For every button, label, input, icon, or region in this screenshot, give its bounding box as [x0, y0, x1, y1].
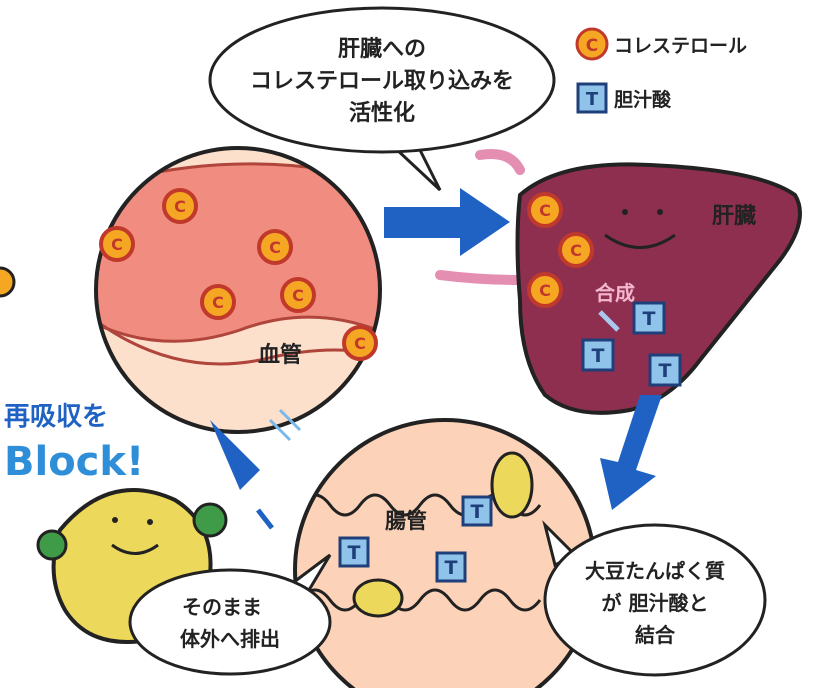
- bottom-left-line1: そのまま: [182, 595, 262, 619]
- intestine-bile-acid-particles: [338, 495, 493, 583]
- legend-bile-acid-symbol: T: [586, 89, 599, 110]
- liver-label: 肝臓: [712, 204, 756, 229]
- bile-acid-icon: [581, 338, 615, 372]
- cholesterol-symbol: C: [111, 235, 123, 254]
- cholesterol-symbol: C: [539, 281, 551, 300]
- cholesterol-symbol: C: [212, 293, 224, 312]
- bottom-left-line2: 体外へ排出: [180, 627, 280, 651]
- legend-cholesterol-label: コレステロール: [614, 35, 747, 57]
- legend-bile-acid-label: 胆汁酸: [614, 88, 672, 111]
- bottom-right-speech-bubble: 大豆たんぱく質 が 胆汁酸と 結合: [542, 520, 767, 677]
- cholesterol-icon: [162, 188, 198, 224]
- cholesterol-icon: [527, 272, 563, 308]
- block-label: Block!: [4, 439, 144, 485]
- arrow-to-liver: [384, 188, 510, 256]
- deflect-arrow: [210, 420, 260, 490]
- bottom-right-line2: が 胆汁酸と: [602, 591, 709, 615]
- cholesterol-icon: [200, 284, 236, 320]
- bottom-left-speech-bubble: そのまま 体外へ排出: [128, 553, 332, 676]
- cholesterol-icon: [558, 232, 594, 268]
- bottom-right-line3: 結合: [635, 623, 676, 647]
- legend: C コレステロール T 胆汁酸: [575, 27, 747, 114]
- small-bean-character: [352, 578, 404, 618]
- top-bubble-line2: コレステロール取り込みを: [250, 69, 514, 94]
- synthesis-arrow: [598, 310, 620, 332]
- cholesterol-icon: [257, 229, 293, 265]
- bile-acid-symbol: T: [471, 501, 484, 523]
- bile-acid-symbol: T: [643, 308, 656, 330]
- liver-bile-acid-particles: [581, 301, 682, 387]
- small-bean-character: [490, 451, 534, 519]
- cholesterol-icon: [99, 226, 135, 262]
- reabsorption-block: 再吸収を Block!: [4, 402, 302, 530]
- particle-letters: C C C C C C C C C T T T T T T: [111, 197, 671, 579]
- cholesterol-icon: [527, 192, 563, 228]
- bile-acid-icon: [648, 353, 682, 387]
- bile-acid-symbol: T: [592, 345, 605, 367]
- legend-cholesterol-icon: [575, 27, 609, 61]
- blood-vessel-circle: 血管: [94, 146, 382, 434]
- synthesis-label: 合成: [595, 281, 635, 305]
- bile-acid-symbol: T: [445, 557, 458, 579]
- cholesterol-symbol: C: [354, 334, 366, 353]
- legend-bile-acid-icon: [576, 82, 608, 114]
- bile-acid-icon: [461, 495, 493, 527]
- bile-acid-symbol: T: [659, 360, 672, 382]
- cholesterol-icon: [280, 277, 316, 313]
- bile-acid-icon: [435, 551, 467, 583]
- boxing-glove: [192, 502, 228, 538]
- legend-cholesterol-symbol: C: [586, 36, 598, 56]
- cholesterol-icon: [342, 325, 378, 361]
- reabsorption-label: 再吸収を: [4, 402, 108, 432]
- top-bubble-line1: 肝臓への: [338, 37, 426, 62]
- bile-acid-icon: [338, 536, 370, 568]
- top-bubble-line3: 活性化: [349, 100, 415, 126]
- cholesterol-symbol: C: [292, 286, 304, 305]
- arrow-to-intestine: [600, 395, 662, 510]
- intestine-label: 腸管: [385, 509, 427, 533]
- boxing-glove: [36, 529, 68, 561]
- liver-cholesterol-particles: [527, 192, 594, 308]
- cholesterol-symbol: C: [570, 241, 582, 260]
- vessel-cholesterol-particles: [99, 188, 378, 361]
- liver: 肝臓 合成: [435, 149, 802, 415]
- bottom-right-line1: 大豆たんぱく質: [585, 559, 725, 583]
- cholesterol-symbol: C: [174, 197, 186, 216]
- intestine-circle: 腸管: [293, 418, 597, 688]
- top-speech-bubble: 肝臓への コレステロール取り込みを 活性化: [208, 6, 556, 192]
- vessel-band: [96, 162, 380, 343]
- cropped-cholesterol-icon: [0, 266, 16, 298]
- cholesterol-symbol: C: [539, 201, 551, 220]
- blood-vessel-label: 血管: [258, 342, 302, 368]
- bile-acid-icon: [632, 301, 666, 335]
- cholesterol-symbol: C: [269, 238, 281, 257]
- bile-acid-symbol: T: [348, 542, 361, 564]
